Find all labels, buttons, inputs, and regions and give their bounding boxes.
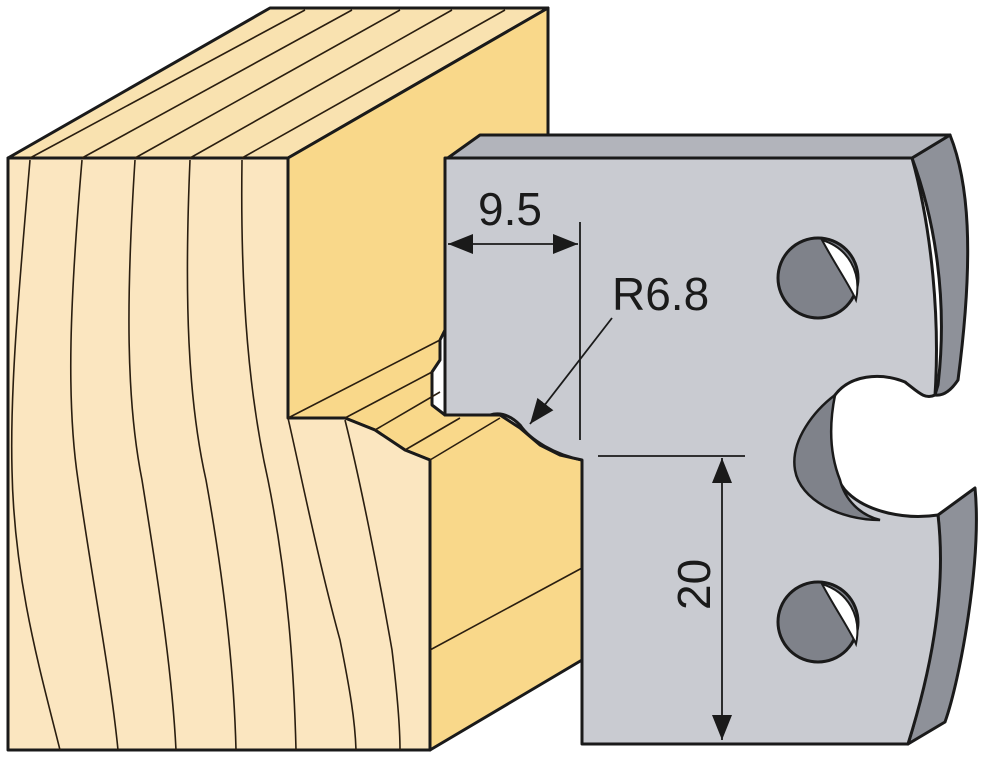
height-dimension-label: 20 xyxy=(668,559,720,610)
wood-front-face xyxy=(6,156,432,752)
upper-mounting-hole xyxy=(776,236,860,320)
dimension-annotations xyxy=(448,222,745,740)
lower-mounting-hole xyxy=(776,580,860,664)
knife-top-face xyxy=(443,133,952,162)
wood-front-grain xyxy=(10,159,401,751)
steel-knife xyxy=(443,133,978,746)
radius-leader-line xyxy=(529,317,613,425)
knife-edge xyxy=(910,133,970,397)
knife-slot-shading xyxy=(793,392,881,522)
wood-side-profile-lines xyxy=(287,339,583,651)
radius-dimension-label: R6.8 xyxy=(612,268,709,320)
wood-top-grain xyxy=(29,9,506,159)
width-dimension-label: 9.5 xyxy=(478,183,542,235)
wood-workpiece xyxy=(6,6,584,752)
